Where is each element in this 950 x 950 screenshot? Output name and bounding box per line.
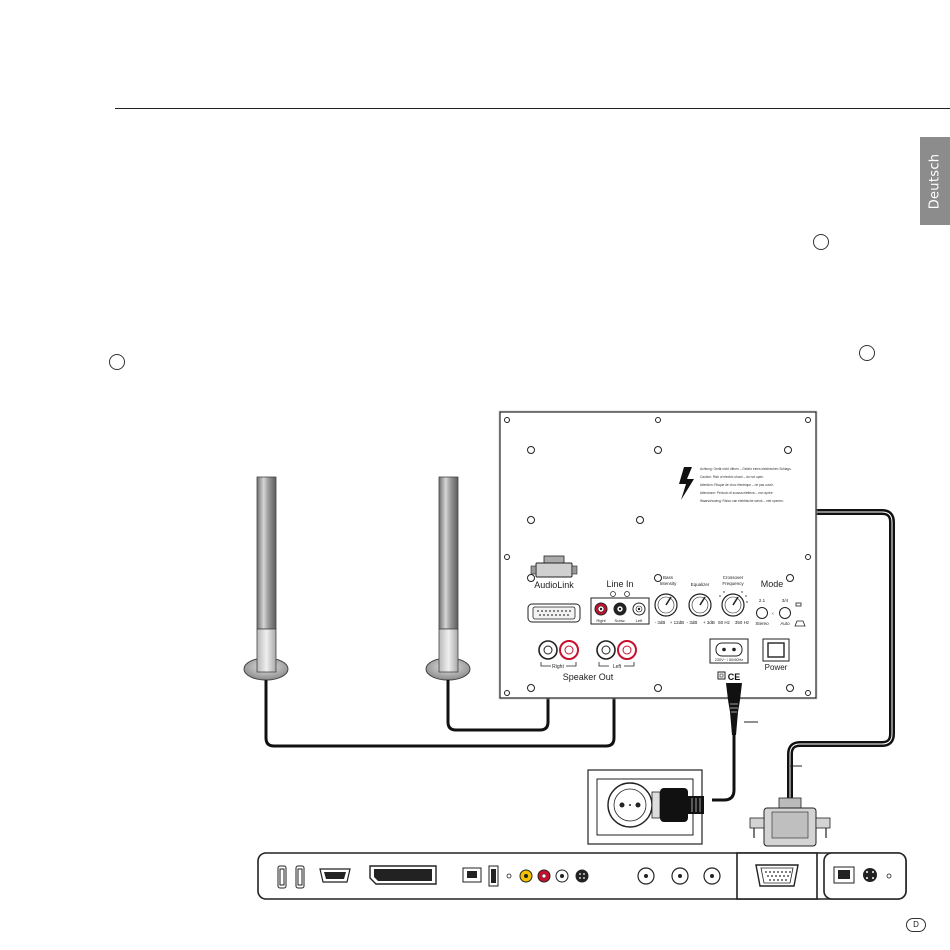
callout-marker-3 [109,354,125,370]
speaker-cables [264,680,616,748]
mode-auto-button[interactable] [779,607,791,619]
tv-usb-port[interactable] [488,865,499,887]
speaker-out-title: Speaker Out [563,672,614,682]
crossover-max: 350 Hz [735,620,750,625]
power-plug [717,671,742,735]
equalizer-max: + 3dB [703,620,715,625]
line-in-right-jack[interactable] [594,602,608,616]
audiolink-label: AudioLink [534,580,574,590]
callout-marker-1 [813,234,829,250]
mode-indicator-icons [794,602,806,627]
right-speaker [425,476,471,681]
crossover-frequency-knob[interactable] [719,591,748,617]
tv-scart-port[interactable] [369,865,437,885]
warning-line: Waarschuwing: Risico van elektrische sch… [700,499,784,503]
tv-network-port[interactable] [462,867,482,883]
tv-audio-red-jack[interactable] [537,869,551,883]
tv-small-indicator [886,873,892,879]
lightning-warning-icon [679,467,694,500]
left-speaker [243,476,289,681]
line-in-subw-jack[interactable] [613,602,627,616]
audiolink-tv-plug [749,797,831,847]
equalizer-knob[interactable] [688,593,712,617]
tv-antenna-ports[interactable] [637,867,721,885]
mode-auto-label: Auto [780,621,790,626]
crossover-title-1: Crossover [723,575,744,580]
speaker-out-right-black-terminal[interactable] [538,640,558,660]
speaker-out-brackets [540,662,635,667]
line-in-left-jack[interactable] [632,602,646,616]
tv-mini-din-port[interactable] [863,868,877,882]
speaker-out-right-label: Right [552,664,564,670]
power-rating: 230V~ / 50/60Hz [715,658,743,662]
tv-hdmi-ports[interactable] [277,865,305,889]
line-in-indicators [610,591,630,597]
line-in-left-label: Left [636,618,644,623]
callout-marker-2 [859,345,875,361]
tv-video-yellow-jack[interactable] [519,869,533,883]
power-inlet[interactable] [709,638,749,664]
equalizer-min: - 3dB [687,620,698,625]
warning-line: Caution: Risk of electric shock – do not… [700,475,764,479]
crossover-title-2: Frequency [722,581,744,586]
speaker-out-left-red-terminal[interactable] [617,640,637,660]
warning-line: Attenzione: Pericolo di scossa elettrica… [700,491,773,495]
bass-title-1: Bass [663,575,674,580]
audiolink-plug [530,555,578,578]
speaker-out-left-black-terminal[interactable] [596,640,616,660]
mode-option-2: 3/4 [782,598,789,603]
line-in-title: Line In [606,579,633,589]
speaker-out-left-label: Left [613,664,622,670]
bass-max: + 12dB [670,620,684,625]
tv-audiolink-socket[interactable] [755,864,799,887]
bass-min: - 3dB [655,620,666,625]
tv-vga-port[interactable] [319,868,351,883]
crossover-min: 50 Hz [718,620,731,625]
tv-audio-white-jack[interactable] [555,869,569,883]
warning-line: Achtung: Gerät nicht öffnen – Gefahr ein… [700,467,792,471]
mains-plug [651,788,704,822]
tv-second-network-port[interactable] [833,866,855,884]
warning-line: Attention: Risque de choc électrique – n… [700,483,774,487]
top-rule [115,108,950,109]
line-in-right-label: Right [596,618,606,623]
tv-led-indicator [506,873,512,879]
power-switch[interactable] [762,638,790,662]
bass-intensity-knob[interactable] [654,593,678,617]
mode-title: Mode [761,579,784,589]
tv-svideo-port[interactable] [575,869,589,883]
warning-text-block: Achtung: Gerät nicht öffnen – Gefahr ein… [700,467,792,503]
line-in-subw-label: Subw. [615,618,626,623]
mode-stereo-button[interactable] [756,607,768,619]
language-tab[interactable]: Deutsch [920,137,950,225]
mode-stereo-label: Stereo [755,621,769,626]
svg-text:‹: ‹ [772,611,774,617]
panel-screws [504,417,811,696]
bass-title-2: Intensity [660,581,678,586]
page-language-badge: D [906,918,926,932]
power-label: Power [765,663,788,672]
speaker-out-right-red-terminal[interactable] [559,640,579,660]
power-cable [712,735,736,802]
mode-option-1: 2.1 [759,598,766,603]
audiolink-socket[interactable] [527,603,581,623]
equalizer-title: Equalizer [691,582,710,587]
ce-mark: CE [728,672,741,682]
